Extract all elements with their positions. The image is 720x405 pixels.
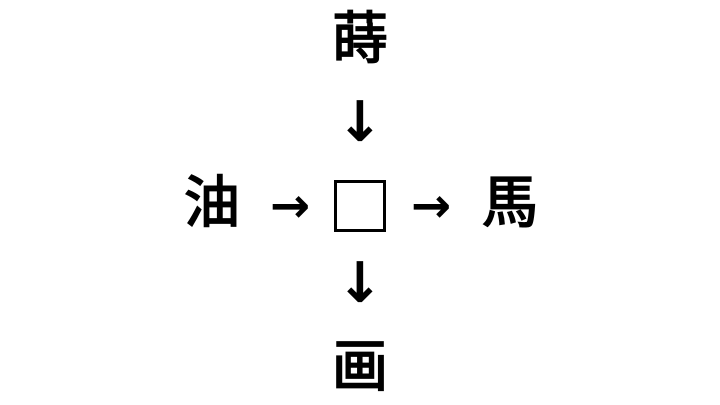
left-kanji: 油 bbox=[184, 171, 240, 236]
arrow-down-top: ↓ bbox=[336, 90, 384, 155]
arrow-right-left: → bbox=[269, 178, 311, 234]
right-kanji: 馬 bbox=[482, 171, 538, 236]
top-kanji: 蒔 bbox=[332, 7, 388, 72]
arrow-right-right: → bbox=[410, 178, 452, 234]
arrow-down-bottom: ↓ bbox=[336, 251, 384, 316]
blank-answer-box[interactable] bbox=[334, 180, 386, 232]
bottom-kanji: 画 bbox=[332, 335, 388, 400]
